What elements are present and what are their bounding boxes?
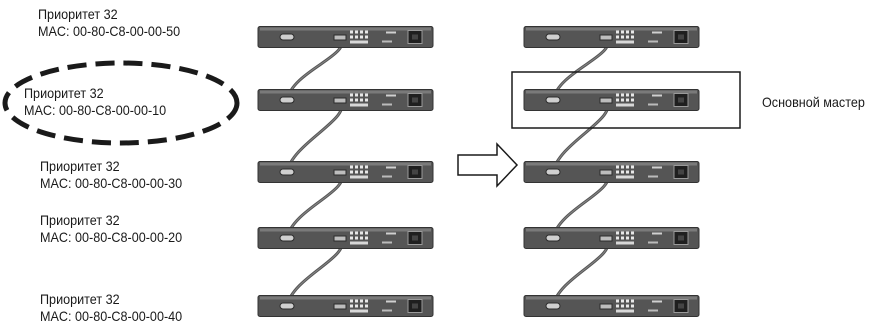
- uplink-port-icon: [599, 34, 613, 41]
- priority-text: Приоритет 32: [40, 212, 120, 228]
- switch-unit: [523, 161, 700, 183]
- priority-text: Приоритет 32: [40, 158, 120, 174]
- stack-port-icon: [545, 168, 561, 176]
- dashed-ellipse-highlight: [2, 60, 240, 146]
- switch-label-3: Приоритет 32 MAC: 00-80-C8-00-00-30: [40, 158, 182, 192]
- switch-unit: [523, 89, 700, 111]
- mac-address-text: MAC: 00-80-C8-00-00-30: [40, 175, 183, 191]
- priority-text: Приоритет 32: [38, 6, 118, 22]
- switch-label-1: Приоритет 32 MAC: 00-80-C8-00-00-50: [38, 6, 180, 40]
- right-switch-stack: [523, 26, 700, 317]
- switch-unit: [523, 26, 700, 48]
- uplink-port-icon: [599, 235, 613, 242]
- switch-unit: [257, 89, 434, 111]
- transition-arrow-icon: [457, 142, 519, 188]
- uplink-port-icon: [333, 235, 347, 242]
- uplink-port-icon: [599, 169, 613, 176]
- stack-port-icon: [279, 33, 295, 41]
- uplink-port-icon: [599, 303, 613, 310]
- switch-unit: [257, 161, 434, 183]
- left-switch-stack: [257, 26, 434, 317]
- stack-port-icon: [279, 302, 295, 310]
- stack-port-icon: [279, 96, 295, 104]
- switch-label-4: Приоритет 32 MAC: 00-80-C8-00-00-20: [40, 212, 182, 246]
- stack-port-icon: [545, 33, 561, 41]
- uplink-port-icon: [333, 303, 347, 310]
- mac-address-text: MAC: 00-80-C8-00-00-20: [40, 229, 183, 245]
- switch-label-2: Приоритет 32 MAC: 00-80-C8-00-00-10: [24, 85, 166, 119]
- stack-port-icon: [279, 168, 295, 176]
- uplink-port-icon: [599, 97, 613, 104]
- switch-unit: [523, 295, 700, 317]
- uplink-port-icon: [333, 97, 347, 104]
- switch-unit: [257, 227, 434, 249]
- stack-port-icon: [545, 96, 561, 104]
- switch-unit: [523, 227, 700, 249]
- mac-address-text: MAC: 00-80-C8-00-00-50: [38, 23, 181, 39]
- stack-port-icon: [279, 234, 295, 242]
- mac-address-text: MAC: 00-80-C8-00-00-40: [40, 308, 183, 324]
- stack-port-icon: [545, 234, 561, 242]
- master-switch-frame: [511, 71, 741, 129]
- priority-text: Приоритет 32: [24, 85, 104, 101]
- master-label: Основной мастер: [762, 94, 865, 110]
- switch-unit: [257, 295, 434, 317]
- stack-port-icon: [545, 302, 561, 310]
- diagram-overlays: [2, 60, 741, 188]
- mac-address-text: MAC: 00-80-C8-00-00-10: [24, 102, 167, 118]
- uplink-port-icon: [333, 169, 347, 176]
- switch-label-5: Приоритет 32 MAC: 00-80-C8-00-00-40: [40, 291, 182, 325]
- priority-text: Приоритет 32: [40, 291, 120, 307]
- switch-unit: [257, 26, 434, 48]
- uplink-port-icon: [333, 34, 347, 41]
